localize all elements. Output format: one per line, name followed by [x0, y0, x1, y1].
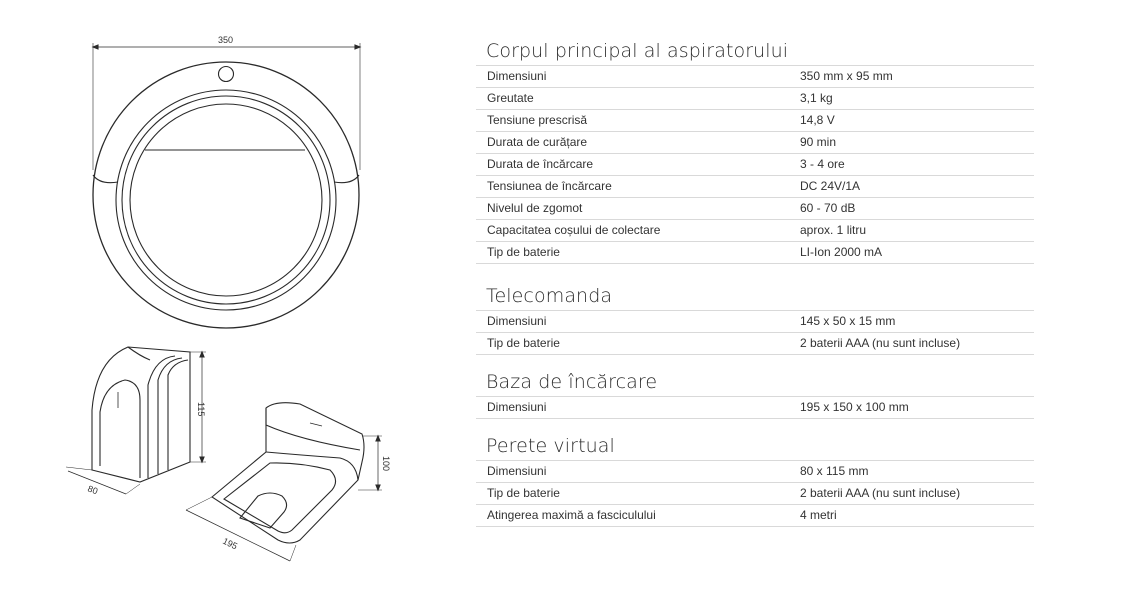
virtual-wall-height-label: 115 — [196, 402, 206, 416]
spec-value: 2 baterii AAA (nu sunt incluse) — [800, 482, 1034, 505]
spec-value: 145 x 50 x 15 mm — [800, 310, 1034, 333]
spec-label: Durata de încărcare — [476, 153, 800, 176]
spec-value: 14,8 V — [800, 109, 1034, 132]
spec-label: Atingerea maximă a fasciculului — [476, 504, 800, 527]
spec-value: 3 - 4 ore — [800, 153, 1034, 176]
spec-label: Tip de baterie — [476, 332, 800, 355]
spec-label: Dimensiuni — [476, 460, 800, 483]
spec-value: 2 baterii AAA (nu sunt incluse) — [800, 332, 1034, 355]
spec-value: 80 x 115 mm — [800, 460, 1034, 483]
spec-label: Nivelul de zgomot — [476, 197, 800, 220]
robot-width-label: 350 — [218, 35, 233, 45]
spec-value: 4 metri — [800, 504, 1034, 527]
technical-drawings: 350 115 80 100 195 — [0, 0, 460, 601]
spec-value: 350 mm x 95 mm — [800, 65, 1034, 88]
robot-vacuum-drawing — [91, 43, 362, 329]
spec-value: 60 - 70 dB — [800, 197, 1034, 220]
spec-label: Tensiune prescrisă — [476, 109, 800, 132]
spec-value: aprox. 1 litru — [800, 219, 1034, 242]
spec-value: DC 24V/1A — [800, 175, 1034, 198]
section-title: Perete virtual — [486, 435, 615, 457]
specifications-panel: Corpul principal al aspiratorului Dimens… — [476, 38, 1034, 527]
section-title: Corpul principal al aspiratorului — [486, 40, 789, 62]
spec-value: 195 x 150 x 100 mm — [800, 396, 1034, 419]
spec-value: LI-Ion 2000 mA — [800, 241, 1034, 264]
spec-value: 90 min — [800, 131, 1034, 154]
spec-label: Dimensiuni — [476, 396, 800, 419]
section-main-body: Corpul principal al aspiratorului Dimens… — [476, 38, 1034, 264]
spec-label: Capacitatea coșului de colectare — [476, 219, 800, 242]
drawings-svg: 350 115 80 100 195 — [65, 35, 391, 562]
spec-label: Dimensiuni — [476, 310, 800, 333]
dock-width-label: 195 — [221, 536, 239, 552]
spec-label: Tensiunea de încărcare — [476, 175, 800, 198]
spec-label: Tip de baterie — [476, 241, 800, 264]
spec-label: Greutate — [476, 87, 800, 110]
spec-label: Dimensiuni — [476, 65, 800, 88]
dock-height-label: 100 — [381, 456, 391, 471]
spec-label: Tip de baterie — [476, 482, 800, 505]
section-title: Telecomanda — [486, 285, 613, 307]
charging-dock-drawing — [185, 402, 382, 562]
section-title: Baza de încărcare — [486, 371, 658, 393]
spec-label: Durata de curățare — [476, 131, 800, 154]
spec-value: 3,1 kg — [800, 87, 1034, 110]
virtual-wall-depth-label: 80 — [86, 483, 99, 496]
virtual-wall-drawing — [65, 346, 206, 495]
